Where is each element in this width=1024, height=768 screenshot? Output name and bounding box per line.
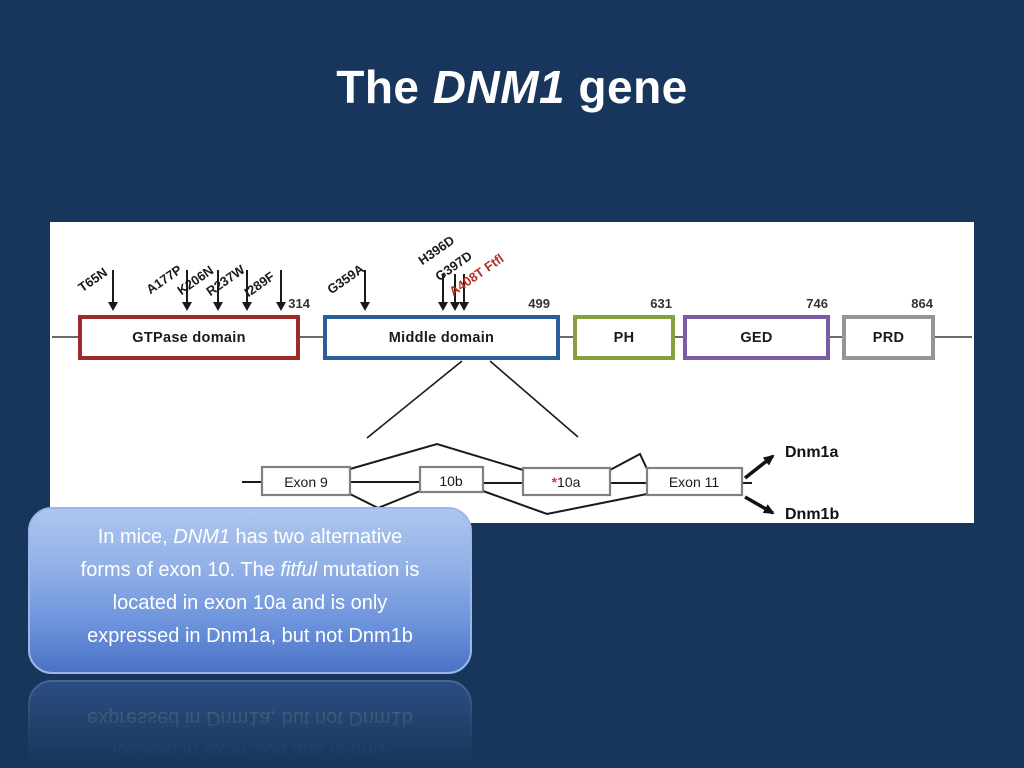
domain-label: Middle domain xyxy=(388,329,495,346)
genomic-line xyxy=(242,481,752,484)
callout-line: expressed in Dnm1a, but not Dnm1b xyxy=(30,620,470,653)
exon9-label: Exon 9 xyxy=(284,474,328,490)
isoform-label-dnm1b: Dnm1b xyxy=(785,506,840,523)
callout-line: forms of exon 10. The fitful mutation is xyxy=(30,554,470,587)
domain-label: PH xyxy=(613,329,635,346)
exon-boxes xyxy=(260,465,744,497)
domain-box-prd: PRD xyxy=(842,315,935,360)
callout-text-segment: located in exon 10a and is only xyxy=(112,592,388,614)
exon10b-label: 10b xyxy=(439,473,463,489)
domain-label: GTPase domain xyxy=(132,329,246,346)
residue-number: 631 xyxy=(650,296,672,311)
fitful-asterisk-icon: * xyxy=(552,474,558,490)
residue-number: 864 xyxy=(911,296,933,311)
domain-label: PRD xyxy=(872,329,905,346)
callout-text-segment: fitful xyxy=(280,559,318,581)
domain-box-ged: GED xyxy=(683,315,830,360)
callout-wrap: In mice, DNM1 has two alternative forms … xyxy=(28,507,472,674)
callout-text-segment: In mice, xyxy=(97,526,174,548)
isoform-arrows xyxy=(743,454,775,515)
title-text: The xyxy=(336,61,433,113)
residue-number: 746 xyxy=(806,296,828,311)
domain-box-ph: PH xyxy=(573,315,675,360)
domain-box-middle: Middle domain xyxy=(323,315,560,360)
callout-text-segment: forms of exon 10. The xyxy=(80,559,281,581)
callout-text-segment: mutation is xyxy=(317,559,420,581)
callout-line: located in exon 10a and is only xyxy=(30,587,470,620)
zoom-indicator-lines xyxy=(366,360,579,439)
residue-number: 314 xyxy=(288,296,310,311)
exon10a-label: *10a xyxy=(552,474,581,490)
gene-diagram-panel: Exon 9 10b *10a Exon 11 T65N A177P K206N… xyxy=(50,222,974,523)
exon-labels: Exon 9 10b *10a Exon 11 xyxy=(284,473,719,490)
callout-text-segment: has two alternative xyxy=(229,526,403,548)
residue-number: 499 xyxy=(528,296,550,311)
callout-text-segment: DNM1 xyxy=(173,526,230,548)
title-gene-name: DNM1 xyxy=(432,61,566,113)
isoform-label-dnm1a: Dnm1a xyxy=(785,444,839,461)
diagram-linework: Exon 9 10b *10a Exon 11 xyxy=(52,270,972,516)
reflection-fade xyxy=(28,680,472,768)
domain-box-gtpase: GTPase domain xyxy=(78,315,300,360)
title-text: gene xyxy=(565,61,688,113)
mutation-arrows xyxy=(108,270,469,311)
callout-box: In mice, DNM1 has two alternative forms … xyxy=(28,507,472,674)
slide-title: The DNM1 gene xyxy=(0,60,1024,114)
callout-reflection: In mice, DNM1 has two alternative forms … xyxy=(28,680,472,768)
callout-text-segment: expressed in Dnm1a, but not Dnm1b xyxy=(87,625,413,647)
exon11-label: Exon 11 xyxy=(669,474,720,490)
callout-line: In mice, DNM1 has two alternative xyxy=(30,521,470,554)
splice-path-dnm1a xyxy=(349,442,648,471)
domain-label: GED xyxy=(740,329,773,346)
